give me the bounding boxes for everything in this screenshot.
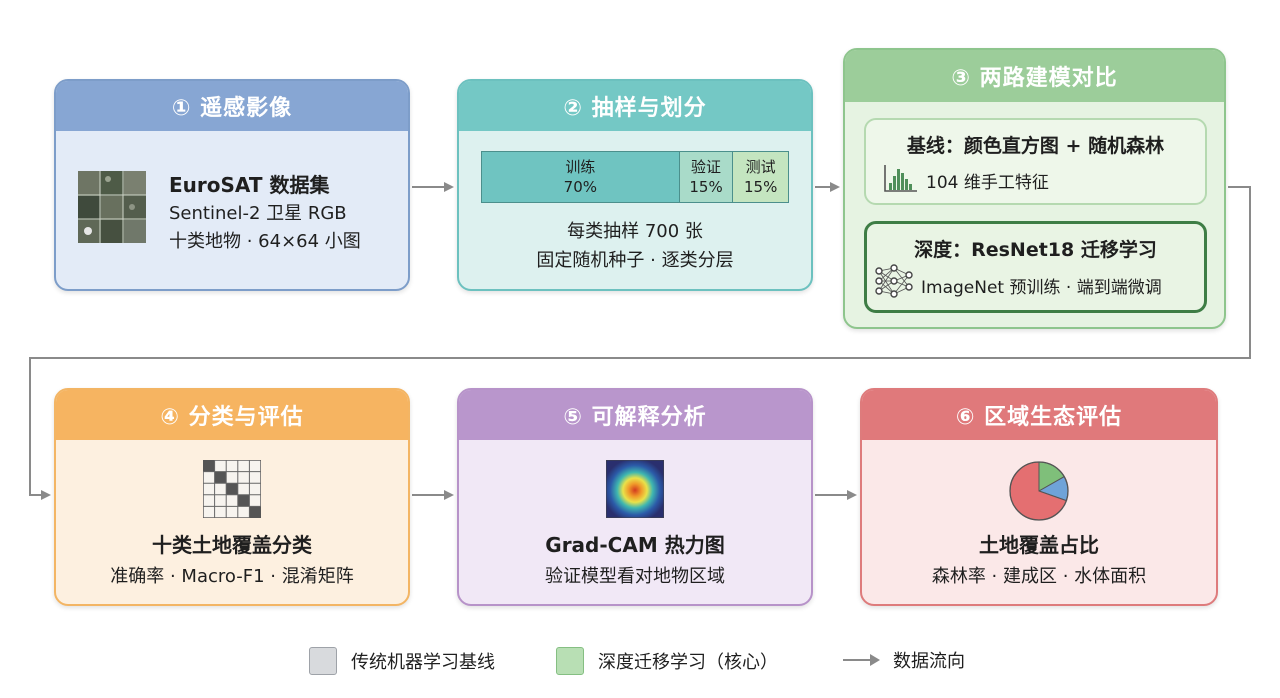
stage-title: ② 抽样与划分: [459, 81, 811, 131]
split-val-pct: 15%: [689, 178, 723, 196]
split-val-label: 验证: [691, 158, 722, 176]
stage-title: ① 遥感影像: [56, 81, 408, 131]
legend-deep: 深度迁移学习（核心）: [556, 647, 778, 675]
landcover-title: 土地覆盖占比: [979, 533, 1099, 557]
arrow-right-icon: [843, 654, 880, 666]
stage-body: 十类土地覆盖分类 准确率 · Macro-F1 · 混淆矩阵: [56, 440, 408, 604]
neural-network-icon: [875, 264, 913, 298]
split-test-pct: 15%: [744, 178, 778, 196]
stage-body: 训练 70% 验证 15% 测试 15% 每类抽样 700 张 固定随机种子 ·…: [459, 131, 811, 289]
deep-title: 深度：ResNet18 迁移学习: [914, 239, 1157, 261]
stage-title: ③ 两路建模对比: [845, 50, 1224, 102]
stage-body: 土地覆盖占比 森林率 · 建成区 · 水体面积: [862, 440, 1216, 604]
stage-classification-eval: ④ 分类与评估 十类土地覆盖分类 准确率 · Macro-F1 · 混淆矩阵: [54, 388, 410, 606]
stage-body: EuroSAT 数据集 Sentinel-2 卫星 RGB 十类地物 · 64×…: [56, 131, 408, 289]
baseline-desc: 104 维手工特征: [926, 173, 1049, 193]
evaluation-metrics: 准确率 · Macro-F1 · 混淆矩阵: [110, 566, 354, 587]
baseline-model-card: 基线：颜色直方图 + 随机森林 104 维手工特征: [864, 118, 1207, 205]
stage-title: ⑤ 可解释分析: [459, 390, 811, 440]
histogram-icon: [884, 165, 917, 192]
legend-deep-label: 深度迁移学习（核心）: [598, 652, 778, 673]
stage-title: ⑥ 区域生态评估: [862, 390, 1216, 440]
split-test: 测试 15%: [733, 152, 788, 202]
arrow-3-to-4: [29, 186, 1251, 500]
split-train: 训练 70%: [482, 152, 680, 202]
pie-chart-icon: [1009, 461, 1069, 521]
stage-title: ④ 分类与评估: [56, 390, 408, 440]
dataset-classes: 十类地物 · 64×64 小图: [169, 231, 361, 252]
landcover-metrics: 森林率 · 建成区 · 水体面积: [931, 566, 1147, 587]
dataset-source: Sentinel-2 卫星 RGB: [169, 203, 347, 224]
stage-remote-sensing: ① 遥感影像 EuroSAT 数据集 Sentinel-2 卫星 RGB 十类地…: [54, 79, 410, 291]
heatmap-icon: [606, 460, 664, 518]
confusion-matrix-icon: [203, 460, 261, 518]
stage-body: Grad-CAM 热力图 验证模型看对地物区域: [459, 440, 811, 604]
dataset-name: EuroSAT 数据集: [169, 173, 330, 197]
stage-model-comparison: ③ 两路建模对比 基线：颜色直方图 + 随机森林 104 维手工特征 深度：Re…: [843, 48, 1226, 329]
gradcam-purpose: 验证模型看对地物区域: [545, 566, 725, 587]
legend-swatch-green: [556, 647, 584, 675]
split-bar: 训练 70% 验证 15% 测试 15%: [481, 151, 789, 203]
legend-flow-label: 数据流向: [893, 651, 965, 672]
legend-swatch-gray: [309, 647, 337, 675]
classification-title: 十类土地覆盖分类: [152, 533, 312, 557]
split-train-label: 训练: [565, 158, 596, 176]
stage-regional-ecology: ⑥ 区域生态评估 土地覆盖占比 森林率 · 建成区 · 水体面积: [860, 388, 1218, 606]
stage-explainability: ⑤ 可解释分析 Grad-CAM 热力图 验证模型看对地物: [457, 388, 813, 606]
baseline-title: 基线：颜色直方图 + 随机森林: [906, 135, 1165, 157]
legend-traditional: 传统机器学习基线: [309, 647, 495, 675]
split-test-label: 测试: [745, 158, 776, 176]
satellite-image-grid-icon: [78, 171, 146, 243]
split-train-pct: 70%: [563, 178, 598, 196]
legend-flow: 数据流向: [843, 647, 965, 673]
deep-desc: ImageNet 预训练 · 端到端微调: [921, 278, 1162, 298]
legend-traditional-label: 传统机器学习基线: [351, 652, 495, 673]
sampling-count: 每类抽样 700 张: [567, 221, 703, 242]
deep-model-card: 深度：ResNet18 迁移学习 ImageNet 预训练 · 端到端微调: [864, 221, 1207, 313]
split-val: 验证 15%: [679, 152, 734, 202]
stage-sampling-split: ② 抽样与划分 训练 70% 验证 15% 测试 15% 每类抽样 700 张 …: [457, 79, 813, 291]
gradcam-title: Grad-CAM 热力图: [545, 533, 725, 557]
sampling-method: 固定随机种子 · 逐类分层: [536, 250, 734, 271]
